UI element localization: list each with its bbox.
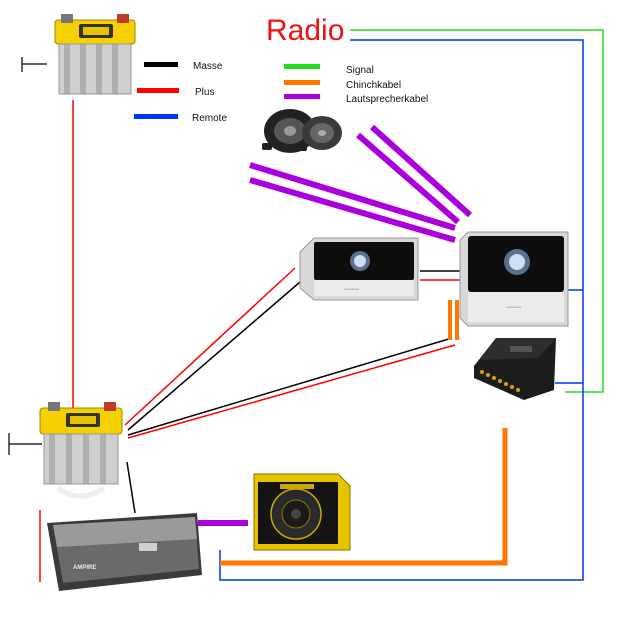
legend-label-speaker: Lautsprecherkabel bbox=[346, 94, 428, 105]
ground-symbol-top bbox=[21, 57, 47, 72]
ground-symbol-bottom bbox=[8, 433, 42, 455]
legend-right: Signal Chinchkabel Lautsprecherkabel bbox=[284, 64, 428, 105]
svg-text:~~~~: ~~~~ bbox=[506, 304, 521, 312]
legend-label-chinch: Chinchkabel bbox=[346, 80, 401, 91]
legend-label-signal: Signal bbox=[346, 65, 374, 76]
amplifier-large-label: AMPIRE bbox=[73, 565, 96, 571]
legend-swatch-signal bbox=[284, 64, 320, 69]
legend-swatch-plus bbox=[137, 88, 179, 93]
subwoofer-box bbox=[253, 473, 351, 551]
plus-wire-amp-mid bbox=[124, 267, 296, 426]
battery-bottom bbox=[39, 402, 123, 499]
amplifier-mid: ~~~~ bbox=[299, 237, 419, 301]
legend-label-remote: Remote bbox=[192, 113, 227, 124]
legend-label-masse: Masse bbox=[193, 61, 223, 72]
amplifier-right: ~~~~ bbox=[459, 231, 569, 327]
wires bbox=[8, 29, 604, 582]
legend-swatch-masse bbox=[144, 62, 178, 67]
speaker-wire-1 bbox=[249, 162, 456, 231]
signal-wire bbox=[350, 29, 604, 393]
ground-wire-amp-large bbox=[126, 461, 136, 514]
battery-top bbox=[54, 14, 136, 95]
legend-swatch-remote bbox=[134, 114, 178, 119]
speaker-set bbox=[262, 109, 342, 153]
legend-swatch-chinch bbox=[284, 80, 320, 85]
legend-label-plus: Plus bbox=[195, 87, 214, 98]
remote-wire-radio bbox=[219, 39, 584, 581]
amplifier-large: AMPIRE bbox=[47, 513, 202, 591]
ground-wire-amp-right bbox=[127, 337, 453, 436]
dsp-unit bbox=[474, 338, 556, 400]
legend-left: Masse Plus Remote bbox=[134, 61, 227, 124]
speaker-wire-4 bbox=[356, 132, 460, 225]
svg-text:~~~~: ~~~~ bbox=[344, 286, 359, 294]
radio-title: Radio bbox=[266, 14, 344, 47]
plus-wire-amp-right bbox=[127, 344, 456, 439]
ground-wire-amp-mid bbox=[127, 281, 301, 431]
chinch-wire-sub bbox=[220, 428, 508, 566]
legend-swatch-speaker bbox=[284, 94, 320, 99]
speaker-wire-2 bbox=[249, 177, 456, 243]
speaker-wire-3 bbox=[369, 124, 473, 218]
